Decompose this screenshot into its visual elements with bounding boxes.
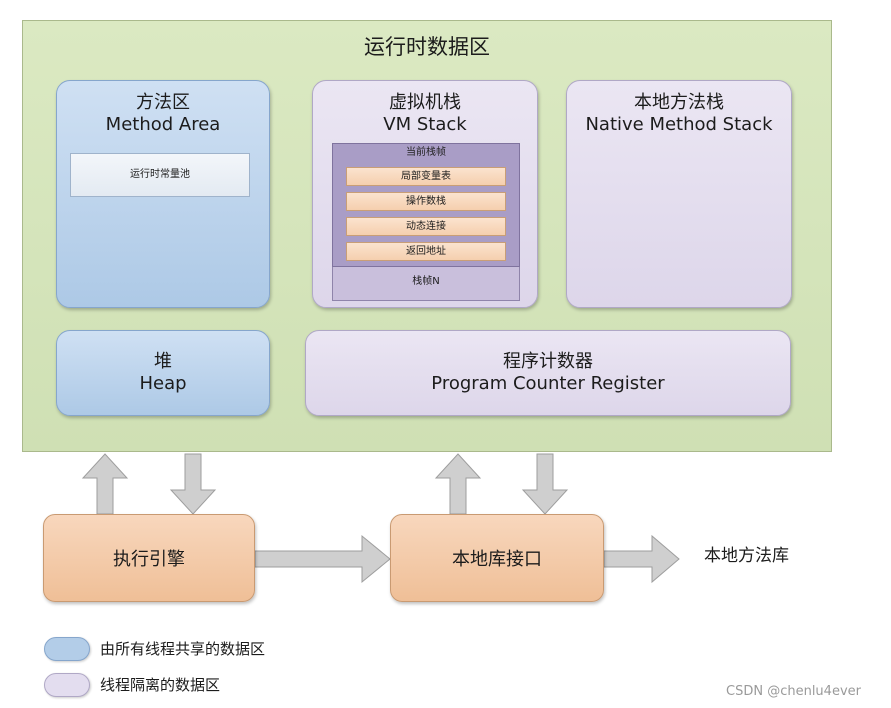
watermark: CSDN @chenlu4ever (726, 684, 861, 699)
native-stack-title-en: Native Method Stack (585, 114, 773, 135)
engine-to-interface-arrow-icon (254, 534, 391, 584)
engine-up-arrow-icon (81, 453, 129, 515)
runtime-data-area-title: 运行时数据区 (364, 35, 490, 59)
vm-stack-title-en: VM Stack (383, 114, 467, 135)
heap-box: 堆 Heap (56, 330, 270, 416)
return-address: 返回地址 (346, 242, 506, 261)
vm-stack-title-cn: 虚拟机栈 (389, 92, 461, 113)
dynamic-linking: 动态连接 (346, 217, 506, 236)
native-library-label: 本地方法库 (704, 546, 789, 566)
interface-to-library-arrow-icon (603, 534, 680, 584)
method-area-title-en: Method Area (105, 114, 221, 135)
legend-isolated-swatch (44, 673, 90, 697)
operand-stack: 操作数栈 (346, 192, 506, 211)
local-variable-table: 局部变量表 (346, 167, 506, 186)
heap-title-cn: 堆 (154, 351, 172, 372)
pc-title-cn: 程序计数器 (503, 351, 593, 372)
stack-frame-n-label: 栈帧N (412, 276, 440, 287)
legend-isolated-label: 线程隔离的数据区 (100, 676, 221, 694)
method-area-title-cn: 方法区 (136, 92, 190, 113)
current-frame-label: 当前栈帧 (406, 147, 446, 158)
native-method-stack-box: 本地方法栈 Native Method Stack (566, 80, 792, 308)
engine-down-arrow-icon (169, 453, 217, 515)
native-interface-box: 本地库接口 (390, 514, 604, 602)
legend-shared-swatch (44, 637, 90, 661)
pc-title-en: Program Counter Register (431, 373, 665, 394)
native-stack-title-cn: 本地方法栈 (634, 92, 724, 113)
runtime-constant-pool: 运行时常量池 (70, 153, 250, 197)
interface-up-arrow-icon (434, 453, 482, 515)
execution-engine-box: 执行引擎 (43, 514, 255, 602)
interface-down-arrow-icon (521, 453, 569, 515)
native-interface-label: 本地库接口 (452, 549, 542, 570)
execution-engine-label: 执行引擎 (113, 549, 185, 570)
program-counter-box: 程序计数器 Program Counter Register (305, 330, 791, 416)
heap-title-en: Heap (139, 373, 187, 394)
legend-shared-label: 由所有线程共享的数据区 (100, 640, 266, 658)
